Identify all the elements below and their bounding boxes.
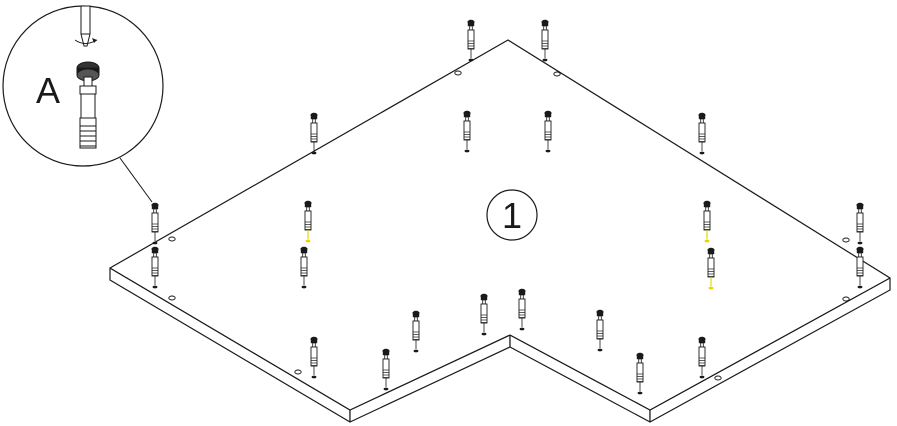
panel-holes	[168, 70, 850, 381]
callout-leader-line	[119, 157, 153, 203]
cam-dowel	[855, 202, 865, 245]
cam-dowel	[697, 112, 707, 155]
cam-dowel	[540, 19, 550, 62]
cam-dowel	[309, 112, 319, 155]
hole	[714, 375, 722, 381]
detail-callout: A	[2, 5, 164, 203]
cam-dowel	[150, 202, 160, 245]
hole	[454, 70, 462, 76]
hole	[842, 296, 850, 302]
hole	[168, 236, 176, 242]
screwdriver-icon	[80, 5, 91, 47]
hole	[842, 237, 850, 243]
hole	[294, 369, 302, 375]
step-number: 1	[502, 195, 522, 236]
cam-dowel-detail	[76, 61, 100, 149]
cam-dowel	[466, 19, 476, 62]
hole	[168, 295, 176, 301]
hole	[553, 71, 561, 77]
detail-label: A	[36, 70, 60, 111]
step-number-badge: 1	[486, 189, 538, 241]
